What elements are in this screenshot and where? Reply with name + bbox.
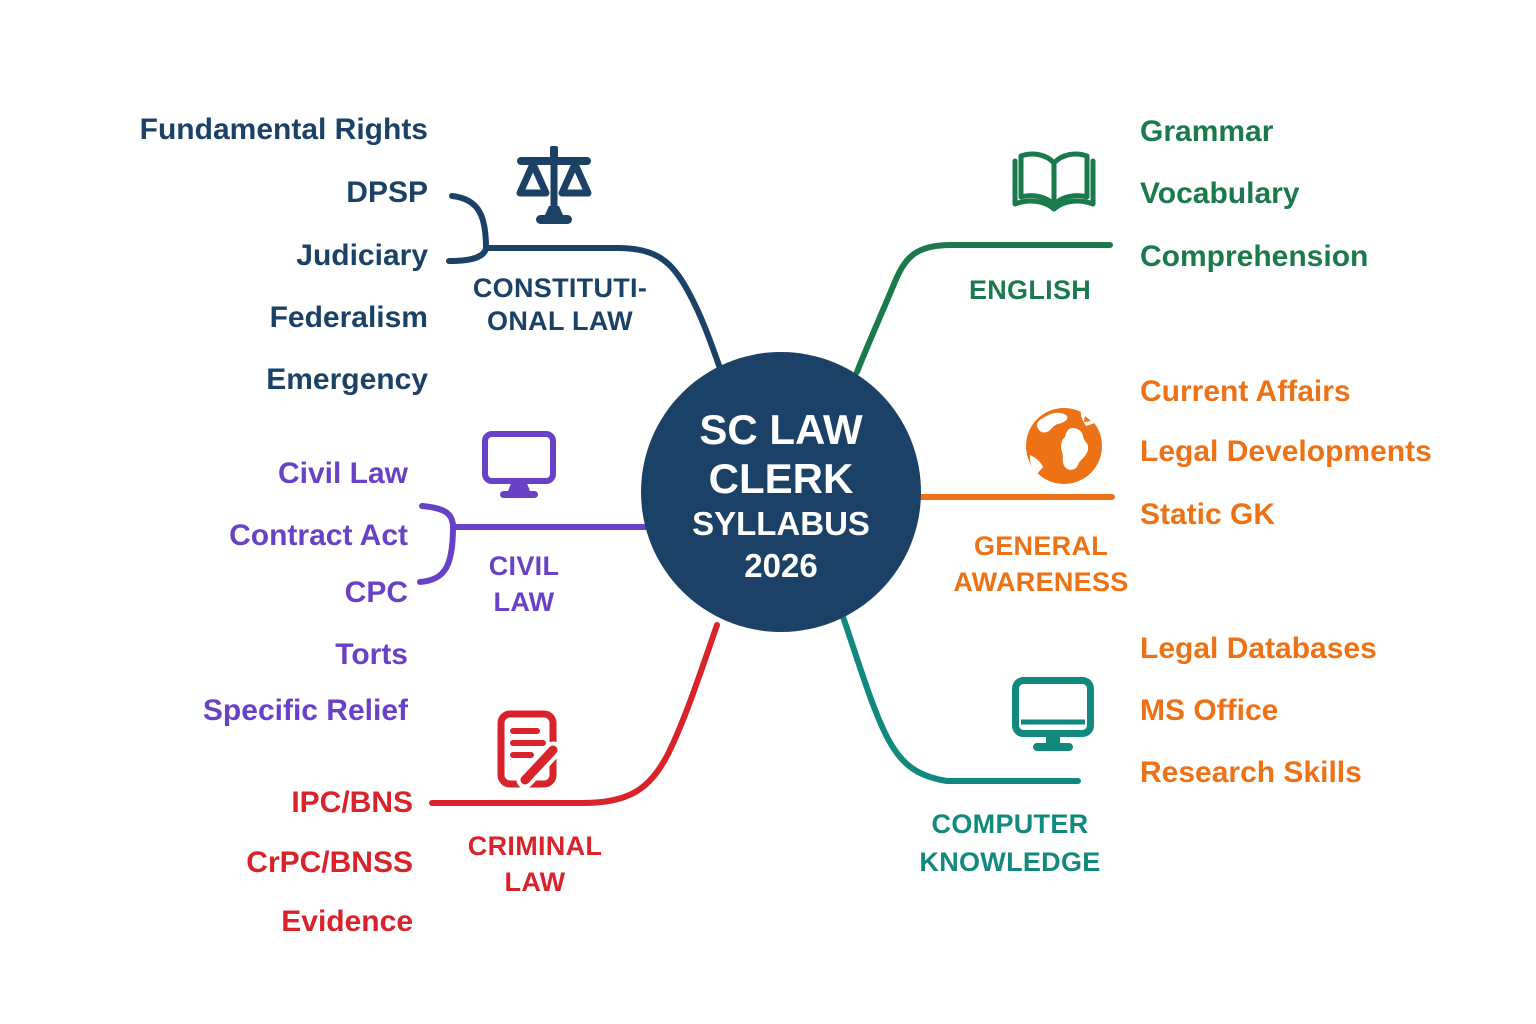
label-line: LAW xyxy=(504,867,566,897)
label-line: ONAL LAW xyxy=(487,306,633,336)
label-line: GENERAL xyxy=(973,531,1109,561)
branch-label-computer-knowledge: COMPUTER KNOWLEDGE xyxy=(900,805,1120,881)
topic-item: Fundamental Rights xyxy=(139,113,428,146)
topic-item: Grammar xyxy=(1140,115,1274,148)
globe-icon xyxy=(1025,407,1103,490)
topic-item: Torts xyxy=(335,638,408,671)
topic-item: IPC/BNS xyxy=(291,786,413,819)
topic-item: MS Office xyxy=(1140,694,1279,727)
topic-item: Civil Law xyxy=(277,457,408,490)
center-title-line: SYLLABUS xyxy=(692,505,870,542)
label-line: AWARENESS xyxy=(953,567,1129,597)
topic-item: Emergency xyxy=(266,363,428,396)
topic-item: DPSP xyxy=(346,176,428,209)
constitutional-branch-line xyxy=(483,245,724,374)
scales-of-justice-icon xyxy=(511,146,597,229)
document-pen-icon xyxy=(497,710,562,795)
topic-item: CPC xyxy=(344,576,408,609)
topic-item: Vocabulary xyxy=(1140,177,1300,210)
label-line: COMPUTER xyxy=(931,809,1089,839)
topic-item: Current Affairs xyxy=(1140,375,1351,408)
topic-item: Legal Databases xyxy=(1140,632,1377,665)
topic-item: Comprehension xyxy=(1140,240,1369,273)
constitutional-brace xyxy=(446,193,489,264)
label-line: LAW xyxy=(493,587,555,617)
topic-item: Evidence xyxy=(281,905,413,938)
criminal-branch-line xyxy=(429,622,720,806)
label-line: ENGLISH xyxy=(968,275,1092,305)
english-branch-line xyxy=(854,242,1113,375)
topic-item: Contract Act xyxy=(229,519,408,552)
topic-item: CrPC/BNSS xyxy=(246,846,413,879)
topic-item: Specific Relief xyxy=(202,694,408,727)
topic-item: Judiciary xyxy=(296,239,428,272)
computer-branch-line xyxy=(838,608,1081,784)
center-node: SC LAW CLERK SYLLABUS 2026 xyxy=(641,352,921,632)
center-title-line: 2026 xyxy=(744,547,818,584)
branch-label-civil-law: CIVIL LAW xyxy=(444,548,604,620)
center-title-line: CLERK xyxy=(708,455,854,502)
topic-item: Static GK xyxy=(1140,498,1276,531)
branch-label-general-awareness: GENERAL AWARENESS xyxy=(941,528,1141,600)
monitor-icon xyxy=(1012,677,1094,756)
topic-item: Legal Developments xyxy=(1140,435,1432,468)
branch-label-english: ENGLISH xyxy=(950,272,1110,308)
label-line: CONSTITUTI- xyxy=(472,273,648,303)
civil-brace xyxy=(417,503,456,585)
monitor-icon xyxy=(482,431,556,504)
branch-label-criminal-law: CRIMINAL LAW xyxy=(445,828,625,900)
open-book-icon xyxy=(1012,149,1096,221)
branch-label-constitutional-law: CONSTITUTI- ONAL LAW xyxy=(460,272,660,338)
topic-item: Federalism xyxy=(269,301,428,334)
label-line: CIVIL xyxy=(488,551,560,581)
label-line: CRIMINAL xyxy=(467,831,603,861)
center-title-line: SC LAW xyxy=(699,406,863,453)
label-line: KNOWLEDGE xyxy=(919,847,1101,877)
topic-item: Research Skills xyxy=(1140,756,1362,789)
